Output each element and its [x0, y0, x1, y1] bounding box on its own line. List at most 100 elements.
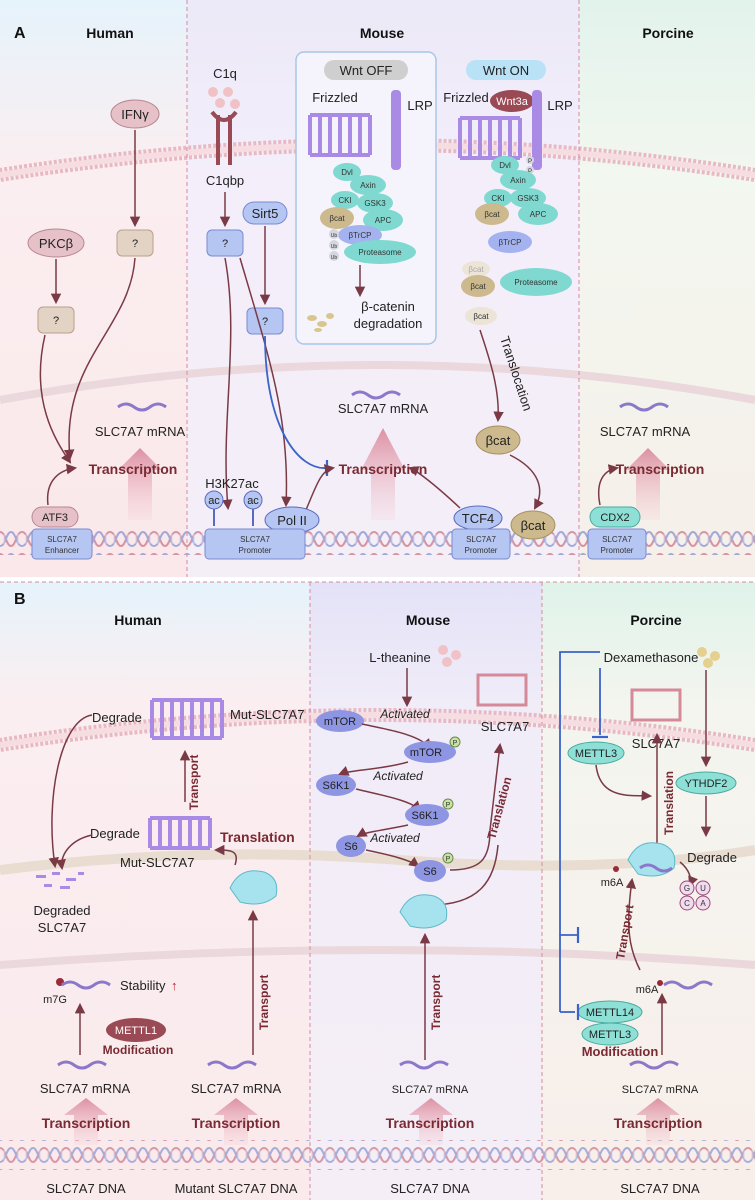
bcat-on-3: βcat: [473, 312, 489, 321]
s6-label: S6: [344, 841, 357, 853]
activated-label-1: Activated: [379, 707, 430, 721]
lrp-icon-on: [532, 90, 542, 170]
promoter-m1-label-2: Promoter: [239, 546, 272, 555]
panel-a-human: IFNγ ? PKCβ ? SLC7A7 mRNA Transcription …: [27, 99, 185, 560]
m6a-label-1: m6A: [601, 877, 624, 889]
mettl3-node-2: [581, 1022, 639, 1046]
s6-p-node: [414, 860, 446, 882]
tcf4-label: TCF4: [462, 511, 495, 526]
proteasome-off: Proteasome: [358, 248, 402, 257]
unknown-node-a2: [37, 306, 75, 334]
ub-1: Ub: [331, 233, 338, 239]
mettl1-node: [106, 1018, 166, 1042]
ifn-gamma-label: IFNγ: [121, 107, 149, 122]
promoter-m1-label-1: SLC7A7: [240, 535, 270, 544]
degrade-label-1: Degrade: [92, 710, 142, 725]
wnt3a-node: [490, 90, 534, 112]
p-mtor: P: [453, 740, 458, 747]
nucleotide-u: U: [700, 884, 706, 893]
mtor-label: mTOR: [324, 716, 356, 728]
ythdf2-node: [675, 771, 737, 795]
ribosome-icon-mouse: [399, 894, 448, 929]
mouse-a-mrna-label: SLC7A7 mRNA: [338, 401, 429, 416]
cdx2-node: [589, 506, 641, 528]
c1qbp-receptor: [210, 110, 238, 165]
wnt-off-badge: [324, 60, 408, 80]
mettl1-label: METTL1: [115, 1025, 157, 1037]
axin-on: Axin: [510, 176, 526, 185]
mtor-p-label: mTOR: [410, 747, 442, 759]
btrcp-on: βTrCP: [499, 238, 522, 247]
translation-label-porcine: Translation: [662, 771, 676, 835]
promoter-p-label-2: Promoter: [601, 546, 634, 555]
transport-label-human: Transport: [187, 755, 201, 810]
dna-label-human-1: SLC7A7 DNA: [46, 1181, 126, 1196]
modification-label-porcine: Modification: [582, 1044, 659, 1059]
transcription-label-mouse: Transcription: [386, 1115, 475, 1131]
dna-label-porcine: SLC7A7 DNA: [620, 1181, 700, 1196]
porcine-a-transcription-label: Transcription: [616, 461, 705, 477]
apc-off: APC: [375, 216, 392, 225]
bcat-off: βcat: [329, 214, 345, 223]
apc-on: APC: [530, 210, 547, 219]
dvl-off: Dvl: [341, 168, 353, 177]
proteasome-on: Proteasome: [514, 278, 558, 287]
s6k1-p-label: S6K1: [412, 810, 439, 822]
panel-b-mouse-title: Mouse: [406, 612, 451, 628]
cki-off: CKI: [338, 196, 351, 205]
translation-label-human: Translation: [220, 829, 295, 845]
p-s6k1: P: [446, 802, 451, 809]
panel-b-porcine-title: Porcine: [630, 612, 682, 628]
bcat-tcf-node: [510, 510, 556, 540]
panel-b-human: Degrade Mut-SLC7A7 Transport Degrade Mut…: [33, 698, 304, 1196]
wnt-on-label: Wnt ON: [483, 63, 529, 78]
unknown-node-m1-label: ?: [222, 238, 228, 250]
s6k1-node: [316, 774, 356, 796]
mettl3-label-1: METTL3: [575, 748, 617, 760]
nucleotide-g: G: [684, 884, 690, 893]
wnt-on-badge: [466, 60, 546, 80]
promoter-box-m1: [204, 528, 306, 560]
transcription-label-human-1: Transcription: [42, 1115, 131, 1131]
frizzled-label-off: Frizzled: [312, 90, 358, 105]
wnt-off-label: Wnt OFF: [340, 63, 393, 78]
frizzled-icon-on: [458, 116, 522, 160]
unknown-node-a1-label: ?: [132, 238, 138, 250]
porcine-a-mrna-label: SLC7A7 mRNA: [600, 424, 691, 439]
panel-b-label: B: [14, 591, 26, 608]
degrade-label-2: Degrade: [90, 826, 140, 841]
activated-label-3: Activated: [369, 831, 420, 845]
promoter-box-p: [587, 528, 647, 560]
mrna-label-mouse: SLC7A7 mRNA: [392, 1084, 469, 1096]
m6a-label-2: m6A: [636, 984, 659, 996]
s6k1-label: S6K1: [323, 780, 350, 792]
unknown-node-a2-label: ?: [53, 315, 59, 327]
slc7a7-membrane-icon-mouse: [476, 673, 528, 707]
unknown-node-a1: [116, 229, 154, 257]
cdx2-label: CDX2: [600, 512, 629, 524]
panel-a-label: A: [14, 25, 26, 42]
degraded-label-2: SLC7A7: [38, 920, 86, 935]
bcat-nuclear-label: βcat: [486, 433, 511, 448]
enhancer-box: [31, 528, 93, 560]
unknown-node-m1: [206, 229, 244, 257]
mtor-node: [316, 710, 364, 732]
ribosome-icon-porcine: [627, 842, 676, 877]
h3k27ac-label: H3K27ac: [205, 476, 259, 491]
frizzled-icon-off: [308, 113, 372, 157]
s6-p-label: S6: [423, 866, 436, 878]
mut-slc7a7-membrane-icon: [150, 698, 224, 740]
lrp-label-on: LRP: [547, 98, 572, 113]
sirt5-label: Sirt5: [252, 206, 279, 221]
nucleotide-c: C: [684, 899, 690, 908]
mrna-label-human-2: SLC7A7 mRNA: [191, 1081, 282, 1096]
panel-b-background: [0, 582, 755, 1200]
wnt3a-label: Wnt3a: [496, 96, 529, 108]
degraded-label-1: Degraded: [33, 903, 90, 918]
m7g-label: m7G: [43, 994, 67, 1006]
modification-label-human: Modification: [103, 1043, 174, 1057]
sirt5-node: [242, 201, 288, 225]
atf3-label: ATF3: [42, 512, 68, 524]
promoter-m2-label-2: Promoter: [465, 546, 498, 555]
